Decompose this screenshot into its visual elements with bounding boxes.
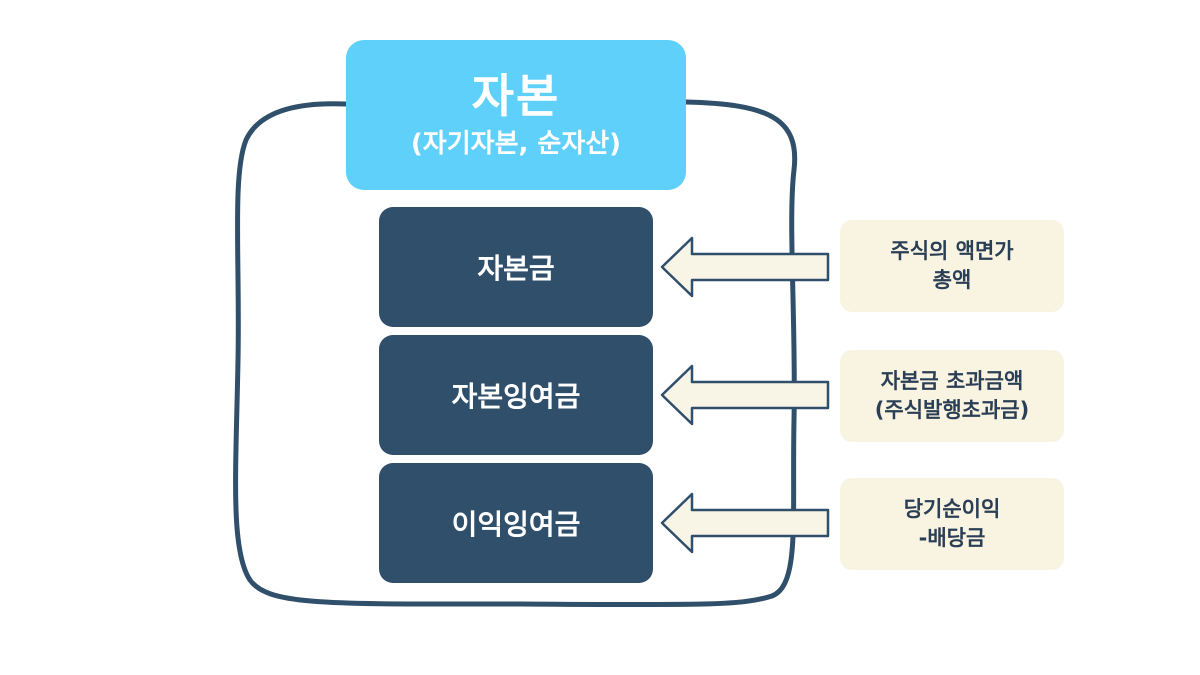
note-share-premium: 자본금 초과금액 (주식발행초과금) <box>840 350 1064 442</box>
item-capital-surplus: 자본잉여금 <box>379 335 653 455</box>
capital-title-box: 자본 (자기자본, 순자산) <box>346 40 686 190</box>
capital-title: 자본 <box>471 69 561 124</box>
note-net-income-minus-dividends: 당기순이익 -배당금 <box>840 478 1064 570</box>
note-par-value: 주식의 액면가 총액 <box>840 220 1064 312</box>
left-arrow-icon <box>660 492 830 554</box>
capital-subtitle: (자기자본, 순자산) <box>410 129 622 159</box>
item-capital-stock: 자본금 <box>379 207 653 327</box>
item-retained-earnings: 이익잉여금 <box>379 463 653 583</box>
left-arrow-icon <box>660 236 830 298</box>
left-arrow-icon <box>660 364 830 426</box>
